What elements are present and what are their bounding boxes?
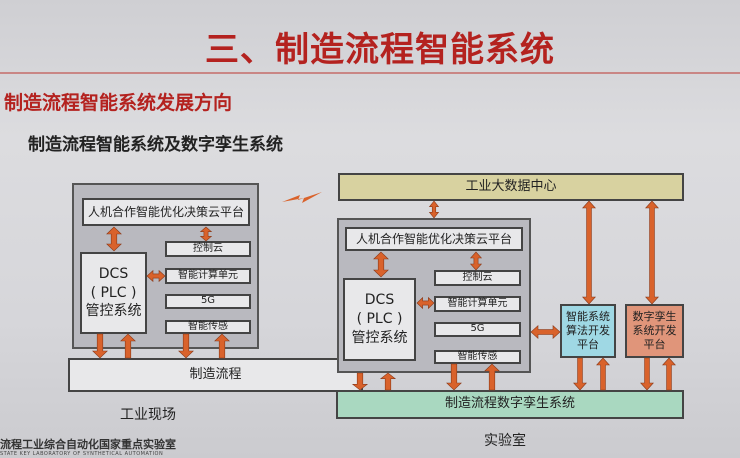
dcs-label: DCS [364, 292, 395, 309]
arrow [379, 372, 397, 391]
digital-twin-system: 制造流程数字孪生系统 [336, 390, 684, 419]
arrow [178, 333, 194, 359]
arrow [120, 333, 136, 359]
control-system-label: 管控系统 [351, 329, 408, 346]
plc-label: ( PLC ) [356, 311, 403, 328]
arrow [214, 333, 230, 359]
field-cloud-platform: 人机合作智能优化决策云平台 [82, 198, 250, 226]
double-arrow [582, 200, 596, 305]
slide-subtitle: 制造流程智能系统发展方向 [4, 92, 233, 114]
lab-control-cloud: 控制云 [434, 270, 521, 286]
big-data-center: 工业大数据中心 [338, 173, 684, 201]
arrow [640, 357, 654, 391]
field-5g: 5G [165, 294, 251, 309]
double-arrow [645, 200, 659, 305]
field-control-cloud: 控制云 [165, 241, 251, 257]
section-heading: 制造流程智能系统及数字孪生系统 [28, 135, 283, 155]
double-arrow [469, 251, 483, 271]
title-divider [0, 72, 740, 74]
field-sensing: 智能传感 [165, 320, 251, 334]
field-process-box: 制造流程 [68, 358, 363, 392]
arrow [446, 363, 462, 391]
field-compute-unit: 智能计算单元 [165, 268, 251, 284]
double-arrow [146, 269, 166, 283]
lab-dcs-box: DCS ( PLC ) 管控系统 [343, 278, 416, 361]
arrow [662, 357, 676, 391]
arrow [484, 363, 500, 391]
field-dcs-box: DCS ( PLC ) 管控系统 [80, 252, 147, 334]
lab-sensing: 智能传感 [434, 350, 521, 364]
twin-dev-platform: 数字孪生系统开发平台 [625, 304, 684, 358]
lightning-icon [282, 192, 322, 203]
lab-cloud-platform: 人机合作智能优化决策云平台 [345, 227, 523, 251]
lab-compute-unit: 智能计算单元 [434, 296, 521, 312]
arrow [573, 357, 587, 391]
slide-title: 三、制造流程智能系统 [205, 30, 555, 70]
double-arrow [106, 226, 122, 252]
arrow [92, 333, 108, 359]
lab-5g: 5G [434, 322, 521, 337]
double-arrow [199, 226, 213, 242]
arrow [351, 372, 369, 391]
double-arrow [416, 296, 435, 310]
field-caption: 工业现场 [120, 407, 176, 423]
double-arrow [428, 200, 440, 219]
arrow [596, 357, 610, 391]
algorithm-dev-platform: 智能系统算法开发平台 [560, 304, 616, 358]
dcs-label: DCS [98, 265, 129, 282]
plc-label: ( PLC ) [90, 284, 137, 301]
lab-logo-text-en: STATE KEY LABORATORY OF SYNTHETICAL AUTO… [0, 451, 164, 457]
double-arrow [530, 325, 561, 339]
lab-caption: 实验室 [484, 433, 526, 449]
double-arrow [373, 251, 389, 278]
lab-logo-text: 流程工业综合自动化国家重点实验室 [0, 438, 176, 451]
control-system-label: 管控系统 [85, 303, 142, 320]
